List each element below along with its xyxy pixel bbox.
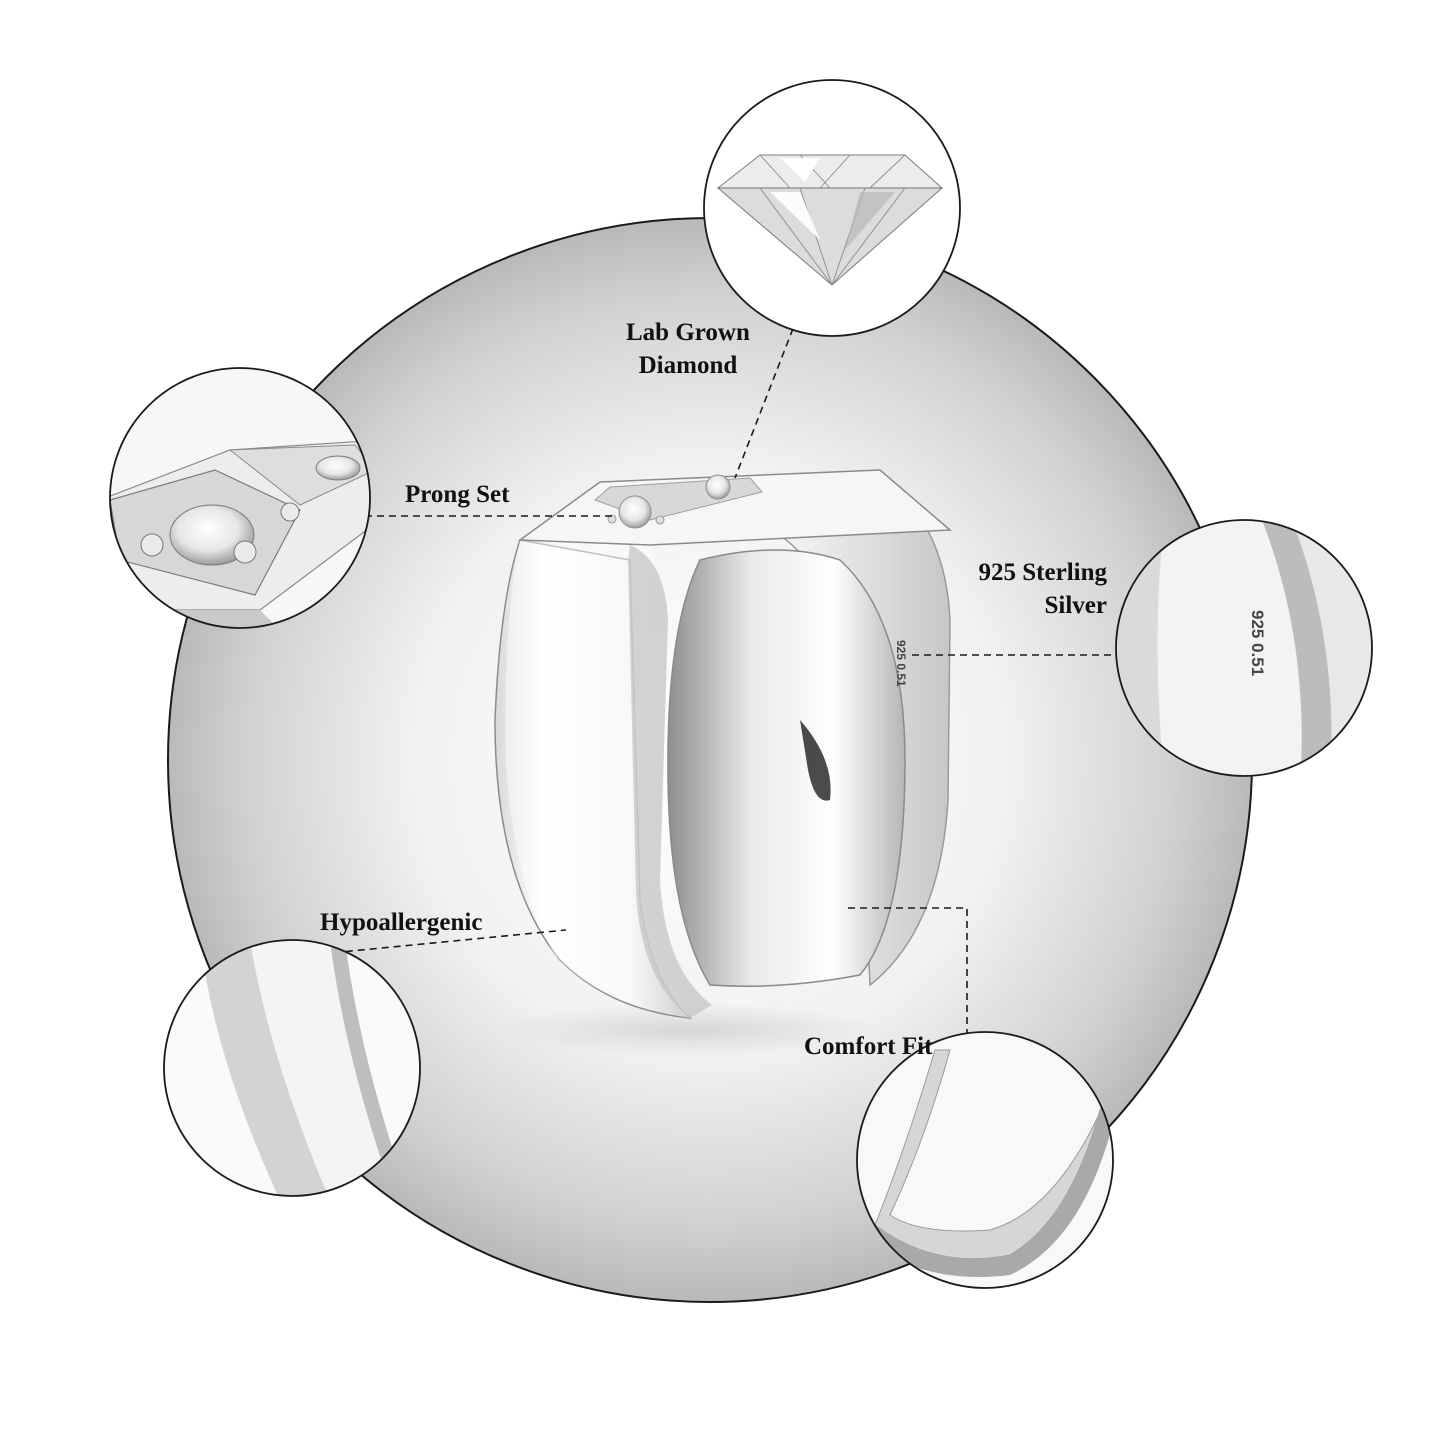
label-lab-grown-line2: Diamond	[638, 352, 738, 379]
label-hypoallergenic: Hypoallergenic	[320, 909, 483, 936]
detail-circle-comfort-fit	[856, 1031, 1114, 1289]
label-prong-set: Prong Set	[405, 481, 510, 508]
detail-circle-sterling-silver: 925 0.51	[1115, 519, 1373, 777]
label-sterling-line1: 925 Sterling	[978, 559, 1107, 586]
label-comfort-fit: Comfort Fit	[804, 1033, 933, 1060]
label-sterling-silver: 925 Sterling Silver	[952, 556, 1107, 622]
silver-detail-hallmark: 925 0.51	[1248, 610, 1267, 676]
ring-hallmark: 925 0.51	[894, 640, 908, 687]
detail-circle-hypoallergenic	[163, 939, 421, 1197]
detail-circle-prong-set	[109, 367, 371, 629]
label-lab-grown-line1: Lab Grown	[626, 319, 750, 346]
label-sterling-line2: Silver	[1044, 592, 1108, 619]
ring-illustration: 925 0.51	[494, 469, 952, 1019]
detail-circle-diamond	[703, 79, 961, 337]
label-lab-grown-diamond: Lab Grown Diamond	[626, 316, 750, 382]
ring-shadow	[500, 1004, 880, 1056]
